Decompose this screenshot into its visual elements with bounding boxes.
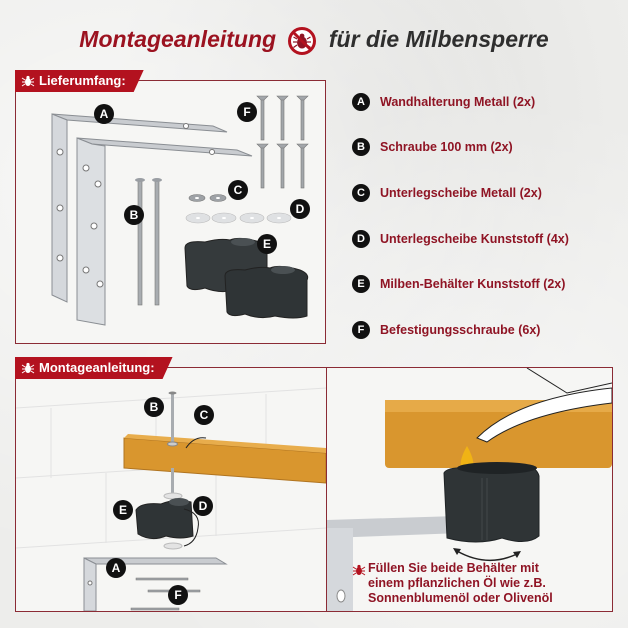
- legend-item: E Milben-Behälter Kunststoff (2x): [352, 274, 565, 294]
- bolts-image: [135, 178, 162, 306]
- no-mites-icon: [288, 26, 317, 55]
- callout-e: E: [257, 234, 277, 254]
- legend-item: C Unterlegscheibe Metall (2x): [352, 183, 542, 203]
- callout-c: C: [228, 180, 248, 200]
- legend-item: F Befestigungsschraube (6x): [352, 320, 540, 340]
- legend-item: D Unterlegscheibe Kunststoff (4x): [352, 229, 569, 249]
- assembly-illustration: [16, 387, 326, 611]
- note-line: Füllen Sie beide Behälter mit: [368, 561, 539, 575]
- assembly-callout-b: B: [144, 397, 164, 417]
- assembly-callout-f: F: [168, 585, 188, 605]
- callout-f: F: [237, 102, 257, 122]
- legend-badge: F: [352, 321, 370, 339]
- assembly-panel: [15, 367, 327, 612]
- wall-bracket-image: [51, 113, 253, 326]
- assembly-callout-c: C: [194, 405, 214, 425]
- legend-badge: C: [352, 184, 370, 202]
- screws-image: [256, 95, 309, 189]
- assembly-section-tag: Montageanleitung:: [15, 357, 173, 379]
- callout-a: A: [94, 104, 114, 124]
- page-title: Montageanleitung für die Milbensperre: [0, 26, 628, 55]
- legend-badge: B: [352, 138, 370, 156]
- oil-fill-panel: [326, 367, 613, 612]
- assembly-callout-e: E: [113, 500, 133, 520]
- legend-text: Wandhalterung Metall (2x): [380, 95, 536, 109]
- contents-section-label: Lieferumfang:: [39, 73, 126, 88]
- callout-d: D: [290, 199, 310, 219]
- legend-text: Schraube 100 mm (2x): [380, 140, 513, 154]
- legend-item: A Wandhalterung Metall (2x): [352, 92, 535, 112]
- washers-image: [185, 194, 292, 224]
- callout-b: B: [124, 205, 144, 225]
- mite-icon: [21, 361, 35, 375]
- assembly-callout-a: A: [106, 558, 126, 578]
- assembly-section-label: Montageanleitung:: [39, 360, 155, 375]
- contents-section-tag: Lieferumfang:: [15, 70, 144, 92]
- contents-illustration: [51, 95, 309, 326]
- oil-fill-note: Füllen Sie beide Behälter mit einem pfla…: [368, 561, 553, 606]
- title-part-2: für die Milbensperre: [328, 26, 549, 52]
- legend-badge: D: [352, 230, 370, 248]
- assembly-callout-d: D: [193, 496, 213, 516]
- title-part-1: Montageanleitung: [79, 26, 277, 52]
- note-line: Sonnenblumenöl oder Olivenöl: [368, 591, 553, 605]
- legend-badge: E: [352, 275, 370, 293]
- oil-fill-illustration: [327, 368, 612, 611]
- legend-text: Befestigungsschraube (6x): [380, 323, 541, 337]
- containers-image: [184, 237, 309, 319]
- mite-icon: [352, 563, 366, 577]
- note-line: einem pflanzlichen Öl wie z.B.: [368, 576, 546, 590]
- legend-text: Milben-Behälter Kunststoff (2x): [380, 277, 566, 291]
- mite-icon: [21, 74, 35, 88]
- legend-text: Unterlegscheibe Metall (2x): [380, 186, 542, 200]
- legend-text: Unterlegscheibe Kunststoff (4x): [380, 232, 569, 246]
- legend-badge: A: [352, 93, 370, 111]
- legend-item: B Schraube 100 mm (2x): [352, 137, 513, 157]
